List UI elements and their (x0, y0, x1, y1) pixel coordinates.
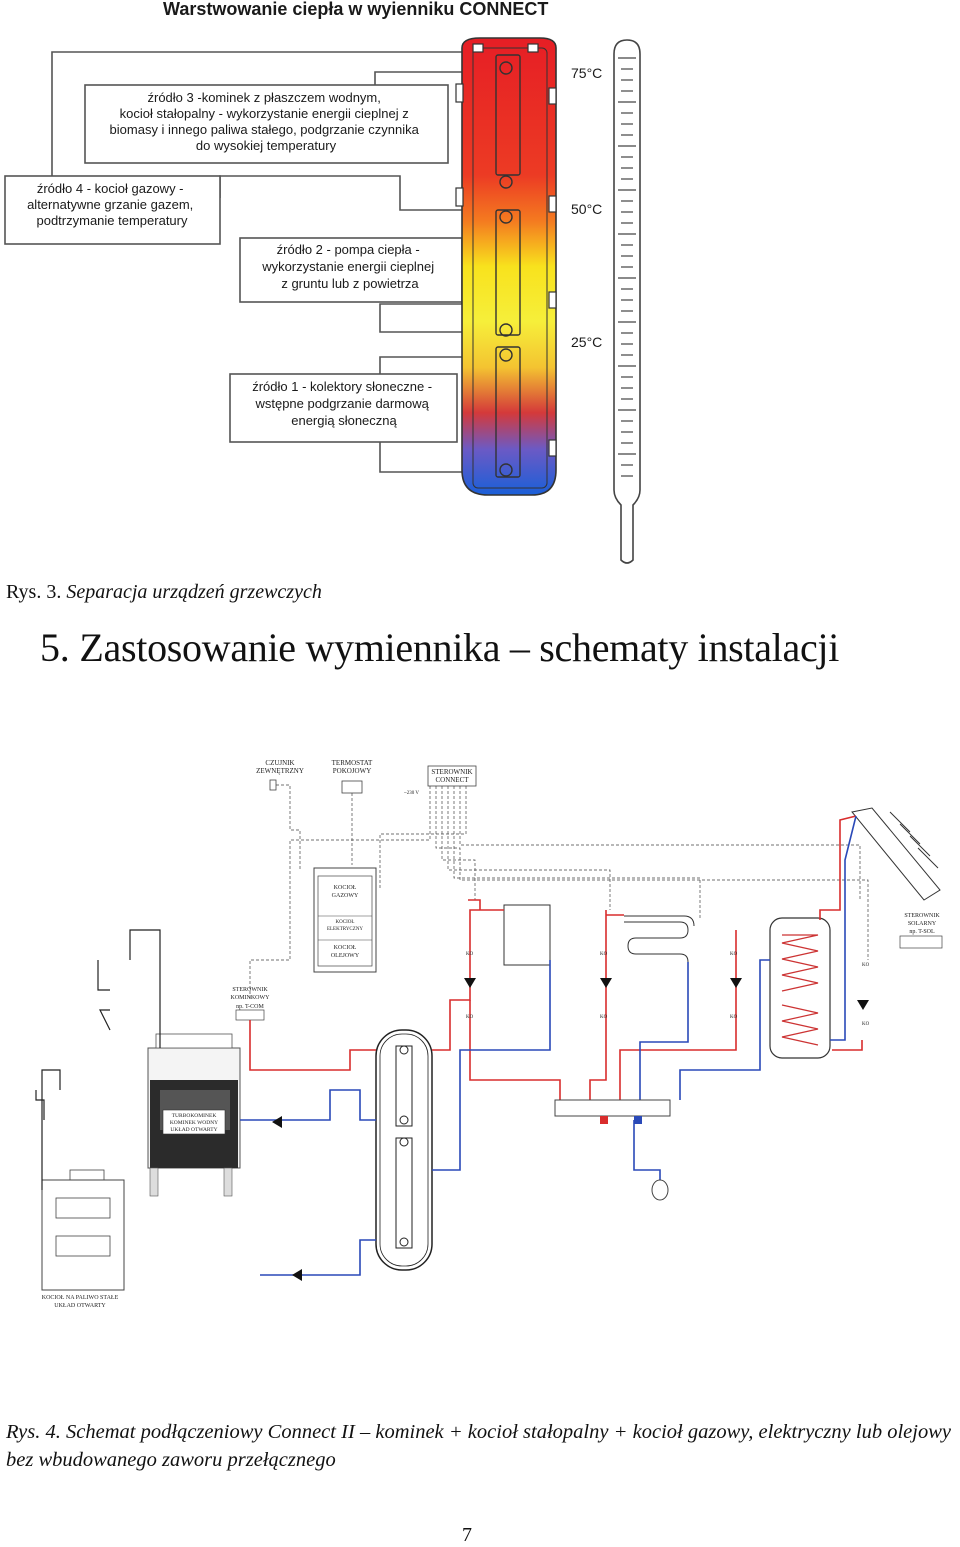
svg-text:źródło 1 - kolektory słoneczne: źródło 1 - kolektory słoneczne - wstępne… (252, 379, 436, 428)
svg-text:źródło 2 - pompa ciepła -: źródło 2 - pompa ciepła - wykorzystanie … (261, 242, 438, 291)
connect-exchanger (375, 1029, 433, 1271)
temp-label-75: 75°C (571, 65, 602, 81)
temp-label-50: 50°C (571, 201, 602, 217)
expansion-vessel (651, 1179, 669, 1201)
floor-heating (624, 915, 695, 963)
valve-label: KO (862, 963, 870, 968)
power-label: ~230 V (404, 791, 419, 796)
svg-text:źródło 3 -kominek z płaszczem: źródło 3 -kominek z płaszczem wodnym, ko… (110, 90, 423, 153)
svg-text:źródło 4 - kocioł gazowy -: źródło 4 - kocioł gazowy - alternatywne … (27, 181, 197, 228)
valve-label: KO (600, 1015, 608, 1020)
manifold (554, 1099, 671, 1124)
figure4-caption: Rys. 4. Schemat podłączeniowy Connect II… (6, 1421, 951, 1471)
radiator (503, 904, 551, 966)
valve-label: KO (730, 1015, 738, 1020)
section-title: Zastosowanie wymiennika – schematy insta… (79, 625, 840, 670)
figure3-diagram: Warstwowanie ciepła w wyienniku CONNECT … (4, 0, 641, 564)
solar-collector (851, 807, 941, 901)
buffer-tank (455, 37, 557, 496)
figure3-caption-text: Separacja urządzeń grzewczych (66, 581, 322, 603)
figure3-title: Warstwowanie ciepła w wyienniku CONNECT (163, 0, 548, 19)
hot-water-tank (769, 917, 831, 1059)
thermometer (613, 39, 641, 564)
figure3-caption-label: Rys. 3. (6, 581, 62, 603)
valve-label: KO (862, 1022, 870, 1027)
source-box-1: źródło 1 - kolektory słoneczne - wstępne… (229, 373, 458, 443)
section-number: 5. (40, 625, 70, 670)
pumps (272, 978, 869, 1281)
figure3-caption: Rys. 3. Separacja urządzeń grzewczych (6, 581, 322, 604)
section-heading: 5.Zastosowanie wymiennika – schematy ins… (40, 624, 839, 671)
valve-label: KO (730, 952, 738, 957)
valve-label: KO (466, 1015, 474, 1020)
source-box-3: źródło 3 -kominek z płaszczem wodnym, ko… (84, 84, 449, 164)
source-box-4: źródło 4 - kocioł gazowy - alternatywne … (4, 175, 221, 245)
source-box-2: źródło 2 - pompa ciepła - wykorzystanie … (239, 237, 463, 303)
page-number: 7 (462, 1524, 472, 1546)
temp-label-25: 25°C (571, 334, 602, 350)
valve-label: KO (600, 952, 608, 957)
valve-label: KO (466, 952, 474, 957)
